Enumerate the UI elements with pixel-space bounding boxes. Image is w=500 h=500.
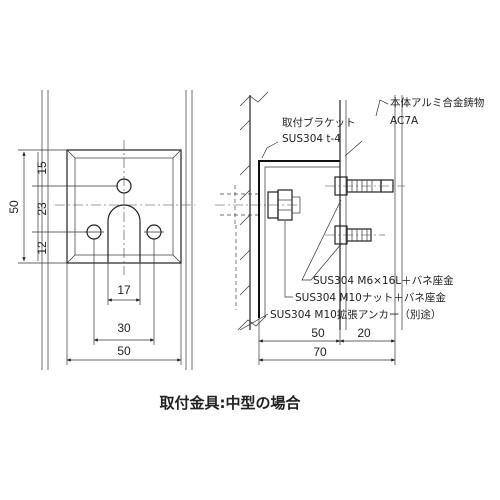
dim-15: 15 xyxy=(35,161,49,175)
m10-nut xyxy=(277,189,293,221)
dim-30: 30 xyxy=(117,321,131,335)
center-slot xyxy=(107,204,141,262)
dim-side-70: 70 xyxy=(313,345,327,359)
label-m6-bolt: SUS304 M6×16L＋バネ座金 xyxy=(313,274,454,287)
dim-50-horizontal: 50 xyxy=(117,344,131,358)
front-view: 15 23 12 50 17 30 50 xyxy=(7,90,195,370)
label-body-line1: 本体アルミ合金鋳物 xyxy=(390,96,484,109)
dim-23: 23 xyxy=(35,202,49,216)
dim-50-vertical: 50 xyxy=(7,200,21,214)
dim-12: 12 xyxy=(35,241,49,255)
label-m10-nut: SUS304 M10ナット＋バネ座金 xyxy=(295,291,446,304)
label-bracket-line1: 取付ブラケット xyxy=(282,116,356,129)
l-bracket xyxy=(258,160,340,318)
label-anchor: SUS304 M10拡張アンカー（別途） xyxy=(270,308,441,321)
dim-side-20: 20 xyxy=(357,326,371,340)
label-body-line2: AC7A xyxy=(390,115,419,127)
dim-side-50: 50 xyxy=(311,326,325,340)
side-view: 取付ブラケット SUS304 t-4 本体アルミ合金鋳物 AC7A SUS304… xyxy=(215,91,484,365)
label-bracket-line2: SUS304 t-4 xyxy=(282,133,341,145)
caption: 取付金具:中型の場合 xyxy=(160,394,302,412)
dim-17: 17 xyxy=(117,283,131,297)
